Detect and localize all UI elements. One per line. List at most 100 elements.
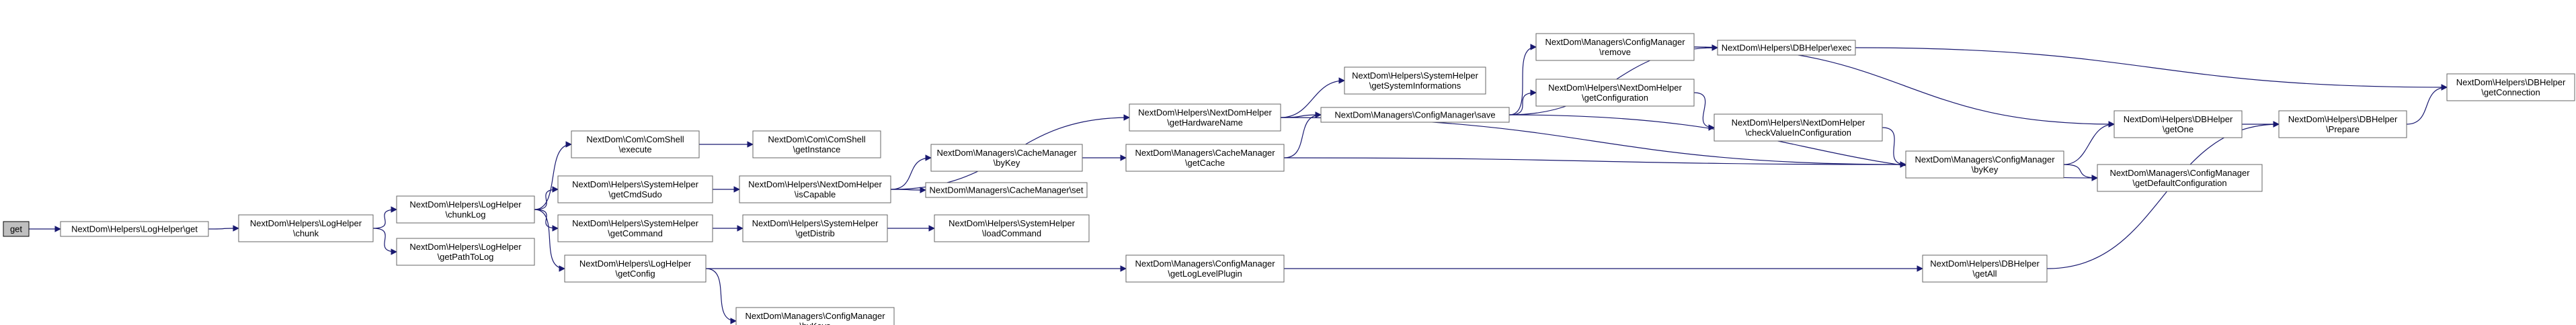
- edge-path: [1283, 157, 1906, 168]
- edge-loghelper-chunklog-to-comshell-execute: [534, 141, 572, 210]
- node-box: [934, 214, 1090, 242]
- node-configmanager-getloglevelplugin[interactable]: NextDom\Managers\ConfigManager\getLogLev…: [1125, 254, 1285, 283]
- node-loghelper-getconfig[interactable]: NextDom\Helpers\LogHelper\getConfig: [564, 254, 707, 283]
- node-box: [1535, 79, 1695, 107]
- node-box: [557, 175, 713, 203]
- node-label-line: NextDom\Helpers\LogHelper\get: [71, 224, 198, 234]
- node-loghelper-getpathtolog[interactable]: NextDom\Helpers\LogHelper\getPathToLog: [396, 238, 535, 266]
- node-box: [739, 175, 891, 203]
- edge-nextdomhelper-iscapable-to-cachemanager-set: [890, 187, 926, 193]
- node-label-line: \byKey: [1972, 165, 1999, 175]
- edge-configmanager-save-to-configmanager-remove: [1508, 44, 1537, 115]
- node-box: [557, 214, 713, 242]
- node-systemhelper-getsysteminformations[interactable]: NextDom\Helpers\SystemHelper\getSystemIn…: [1344, 66, 1486, 95]
- edge-loghelper-chunklog-to-loghelper-getconfig: [534, 209, 565, 272]
- edge-path: [1508, 89, 1537, 115]
- node-label-line: \getConfiguration: [1582, 93, 1648, 103]
- edge-path: [534, 141, 572, 210]
- node-get[interactable]: get: [3, 221, 30, 237]
- edge-path: [1882, 127, 1906, 168]
- node-systemhelper-getcmdsudo[interactable]: NextDom\Helpers\SystemHelper\getCmdSudo: [557, 175, 713, 203]
- node-comshell-execute[interactable]: NextDom\Com\ComShell\execute: [571, 130, 700, 158]
- node-label-line: NextDom\Managers\CacheManager\set: [929, 185, 1083, 195]
- edge-path: [890, 187, 926, 193]
- node-label-line: NextDom\Helpers\LogHelper: [409, 242, 522, 252]
- node-label-line: \byKey: [994, 158, 1020, 168]
- edge-path: [890, 154, 932, 190]
- node-label-line: \chunkLog: [446, 210, 486, 220]
- node-box: [2278, 110, 2407, 138]
- node-label-line: NextDom\Helpers\NextDomHelper: [748, 179, 882, 189]
- node-configmanager-bykey[interactable]: NextDom\Managers\ConfigManager\byKey: [1905, 150, 2064, 179]
- node-label-line: NextDom\Helpers\SystemHelper: [752, 218, 879, 228]
- edge-path: [2063, 121, 2115, 165]
- edge-configmanager-save-to-nextdomhelper-getconfiguration: [1508, 89, 1537, 115]
- node-systemhelper-getdistrib[interactable]: NextDom\Helpers\SystemHelper\getDistrib: [742, 214, 888, 242]
- node-dbhelper-getone[interactable]: NextDom\Helpers\DBHelper\getOne: [2114, 110, 2243, 138]
- node-label-line: \remove: [1599, 47, 1631, 57]
- edge-path: [2063, 164, 2098, 181]
- node-label-line: NextDom\Managers\CacheManager: [936, 148, 1077, 158]
- node-label-line: NextDom\Com\ComShell: [768, 134, 865, 144]
- node-nextdomhelper-getconfiguration[interactable]: NextDom\Helpers\NextDomHelper\getConfigu…: [1535, 79, 1695, 107]
- node-box: [571, 130, 700, 158]
- node-loghelper-get[interactable]: NextDom\Helpers\LogHelper\get: [60, 221, 209, 237]
- node-configmanager-getdefaultconfiguration[interactable]: NextDom\Managers\ConfigManager\getDefaul…: [2097, 164, 2263, 192]
- node-label-line: \getInstance: [793, 144, 841, 154]
- edge-path: [705, 268, 737, 324]
- node-nextdomhelper-checkvalueinconfiguration[interactable]: NextDom\Helpers\NextDomHelper\checkValue…: [1714, 113, 1883, 142]
- node-label-line: \getCommand: [608, 228, 663, 238]
- node-box: [735, 307, 895, 325]
- node-loghelper-chunk[interactable]: NextDom\Helpers\LogHelper\chunk: [238, 214, 374, 242]
- node-dbhelper-exec[interactable]: NextDom\Helpers\DBHelper\exec: [1717, 40, 1856, 56]
- edge-dbhelper-exec-to-dbhelper-getconnection: [1855, 47, 2448, 91]
- edge-nextdomhelper-checkvalueinconfiguration-to-configmanager-bykey: [1882, 127, 1906, 168]
- node-label-line: NextDom\Helpers\DBHelper: [2288, 114, 2398, 124]
- node-configmanager-save[interactable]: NextDom\Managers\ConfigManager\save: [1320, 107, 1510, 123]
- node-cachemanager-set[interactable]: NextDom\Managers\CacheManager\set: [925, 182, 1088, 198]
- edge-path: [1283, 111, 1322, 158]
- node-configmanager-remove[interactable]: NextDom\Managers\ConfigManager\remove: [1535, 33, 1695, 61]
- edge-dbhelper-prepare-to-dbhelper-getconnection: [2406, 84, 2448, 125]
- edge-loghelper-chunklog-to-systemhelper-getcommand: [534, 209, 559, 232]
- node-dbhelper-getconnection[interactable]: NextDom\Helpers\DBHelper\getConnection: [2446, 73, 2575, 101]
- node-systemhelper-getcommand[interactable]: NextDom\Helpers\SystemHelper\getCommand: [557, 214, 713, 242]
- node-label-line: \execute: [618, 144, 651, 154]
- node-loghelper-chunklog[interactable]: NextDom\Helpers\LogHelper\chunkLog: [396, 195, 535, 224]
- node-box: [60, 221, 209, 237]
- node-label-line: NextDom\Helpers\SystemHelper: [949, 218, 1076, 228]
- edge-loghelper-chunk-to-loghelper-chunklog: [372, 206, 397, 229]
- node-label-line: \getHardwareName: [1167, 118, 1243, 128]
- node-label-line: \chunk: [293, 228, 319, 238]
- node-label-line: \getDistrib: [795, 228, 835, 238]
- node-label-line: NextDom\Helpers\NextDomHelper: [1138, 107, 1272, 118]
- node-box: [1717, 40, 1856, 56]
- node-label-line: NextDom\Helpers\DBHelper: [2124, 114, 2233, 124]
- node-dbhelper-prepare[interactable]: NextDom\Helpers\DBHelper\Prepare: [2278, 110, 2407, 138]
- node-configmanager-bykeys[interactable]: NextDom\Managers\ConfigManager\byKeys: [735, 307, 895, 325]
- node-cachemanager-getcache[interactable]: NextDom\Managers\CacheManager\getCache: [1125, 144, 1285, 172]
- node-cachemanager-bykey[interactable]: NextDom\Managers\CacheManager\byKey: [930, 144, 1083, 172]
- edge-path: [208, 225, 239, 232]
- edge-loghelper-chunk-to-loghelper-getpathtolog: [372, 228, 397, 255]
- node-box: [1344, 66, 1486, 95]
- node-box: [396, 238, 535, 266]
- node-label-line: \getCache: [1185, 158, 1225, 168]
- edge-path: [1508, 44, 1537, 115]
- node-dbhelper-getall[interactable]: NextDom\Helpers\DBHelper\getAll: [1922, 254, 2048, 283]
- node-label-line: NextDom\Helpers\DBHelper: [1930, 259, 2040, 269]
- node-box: [564, 254, 707, 283]
- node-label-line: get: [10, 224, 22, 234]
- node-nextdomhelper-gethardwarename[interactable]: NextDom\Helpers\NextDomHelper\getHardwar…: [1129, 103, 1281, 132]
- node-nextdomhelper-iscapable[interactable]: NextDom\Helpers\NextDomHelper\isCapable: [739, 175, 891, 203]
- node-label-line: \getLogLevelPlugin: [1168, 269, 1242, 279]
- edge-path: [534, 209, 565, 272]
- node-box: [1714, 113, 1883, 142]
- edge-path: [1693, 46, 2115, 128]
- node-comshell-getinstance[interactable]: NextDom\Com\ComShell\getInstance: [752, 130, 881, 158]
- edge-path: [372, 228, 397, 255]
- node-label-line: \getConfig: [615, 269, 655, 279]
- node-systemhelper-loadcommand[interactable]: NextDom\Helpers\SystemHelper\loadCommand: [934, 214, 1090, 242]
